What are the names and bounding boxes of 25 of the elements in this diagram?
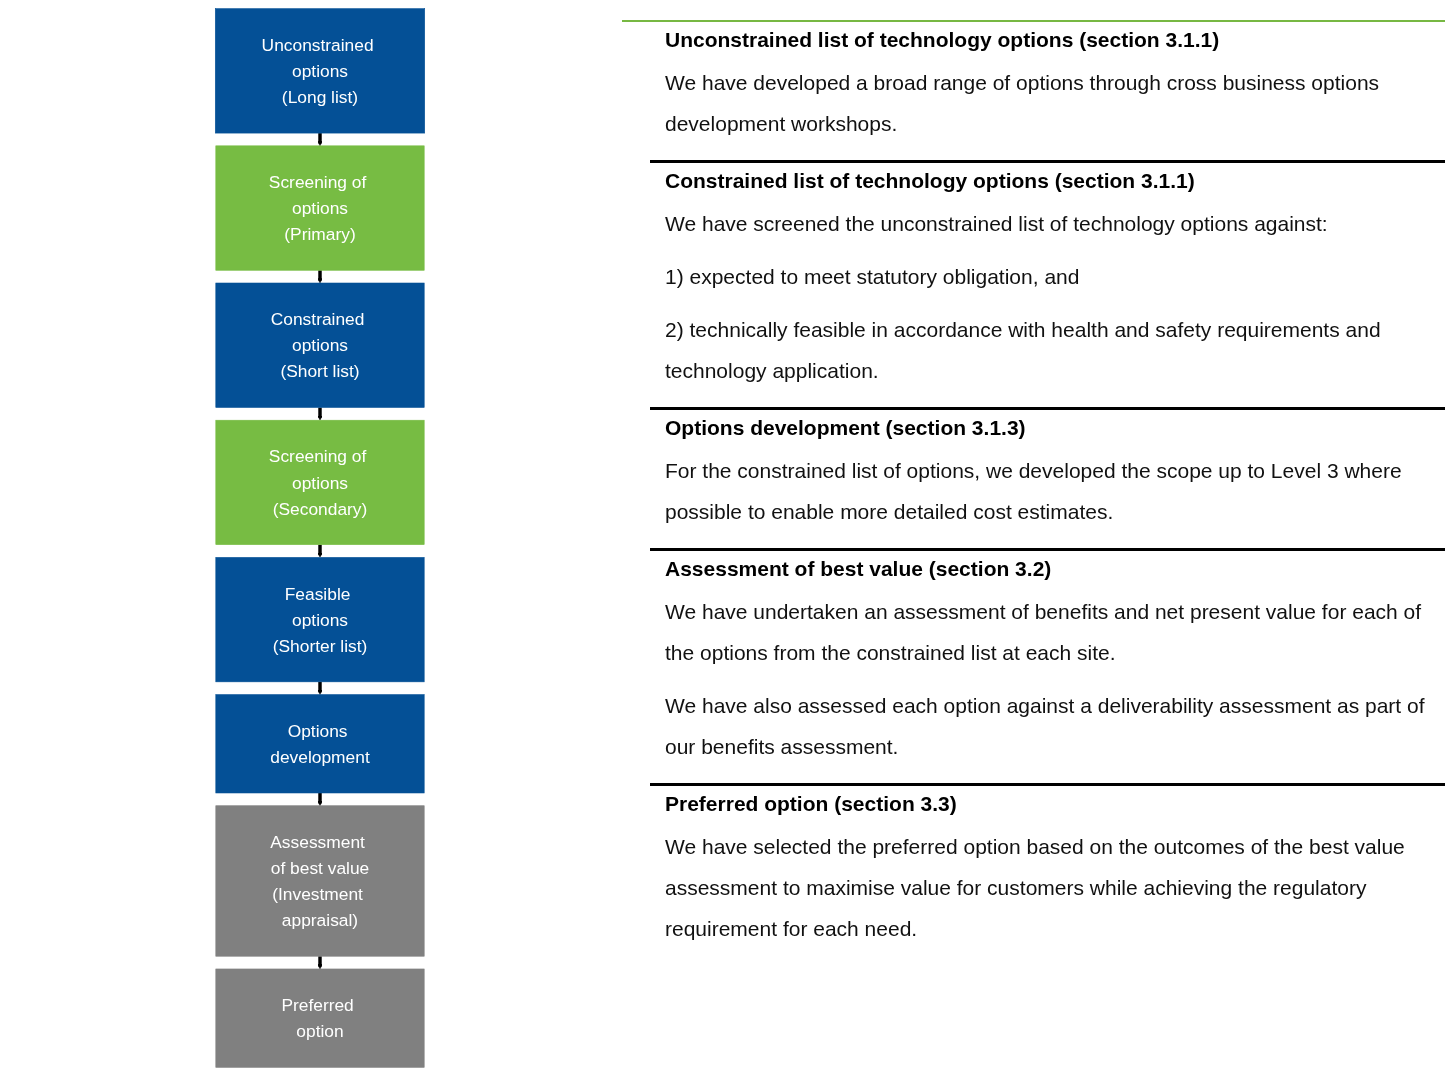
node-box: Options development — [215, 694, 425, 794]
arrow — [317, 270, 323, 284]
description-text: We have screened the unconstrained list of technology options against: — [665, 211, 1329, 237]
node-box: Constrained options (Short list) — [215, 282, 425, 408]
node-box: Assessment of best value (Investment appraisal) — [215, 805, 425, 957]
node-box: Preferred option — [215, 968, 425, 1068]
description-text: We have selected the preferred option based on the outcomes of the best value assessment to maximise value for customers while achieving the regulatory requirement for each need. — [665, 834, 1406, 942]
section-heading: Constrained list of technology options (section 3.1.1) — [665, 169, 1196, 193]
arrow — [317, 407, 323, 421]
arrow — [317, 544, 323, 558]
node-box: Screening of options (Primary) — [215, 145, 425, 271]
node-box: Feasible options (Shorter list) — [215, 557, 425, 683]
description-text: We have also assessed each option against a deliverability assessment as part of our benefits assessment. — [665, 693, 1426, 760]
description-text: We have undertaken an assessment of benefits and net present value for each of the options from the constrained list at each site. — [665, 599, 1423, 666]
description-text: We have developed a broad range of options through cross business options development workshops. — [665, 70, 1381, 137]
node-box: Screening of options (Secondary) — [215, 419, 425, 545]
description-text: 1) expected to meet statutory obligation, and — [665, 264, 1081, 290]
description-text: 2) technically feasible in accordance with health and safety requirements and technology application. — [665, 317, 1382, 384]
section-heading: Unconstrained list of technology options (section 3.1.1) — [665, 28, 1221, 52]
node-box: Unconstrained options (Long list) — [215, 8, 425, 134]
section-heading: Assessment of best value (section 3.2) — [665, 557, 1053, 581]
section-heading: Preferred option (section 3.3) — [665, 792, 958, 816]
section-heading: Options development (section 3.1.3) — [665, 416, 1027, 440]
arrow — [317, 681, 323, 695]
description-text: For the constrained list of options, we developed the scope up to Level 3 where possible to enable more detailed cost estimates. — [665, 458, 1403, 525]
